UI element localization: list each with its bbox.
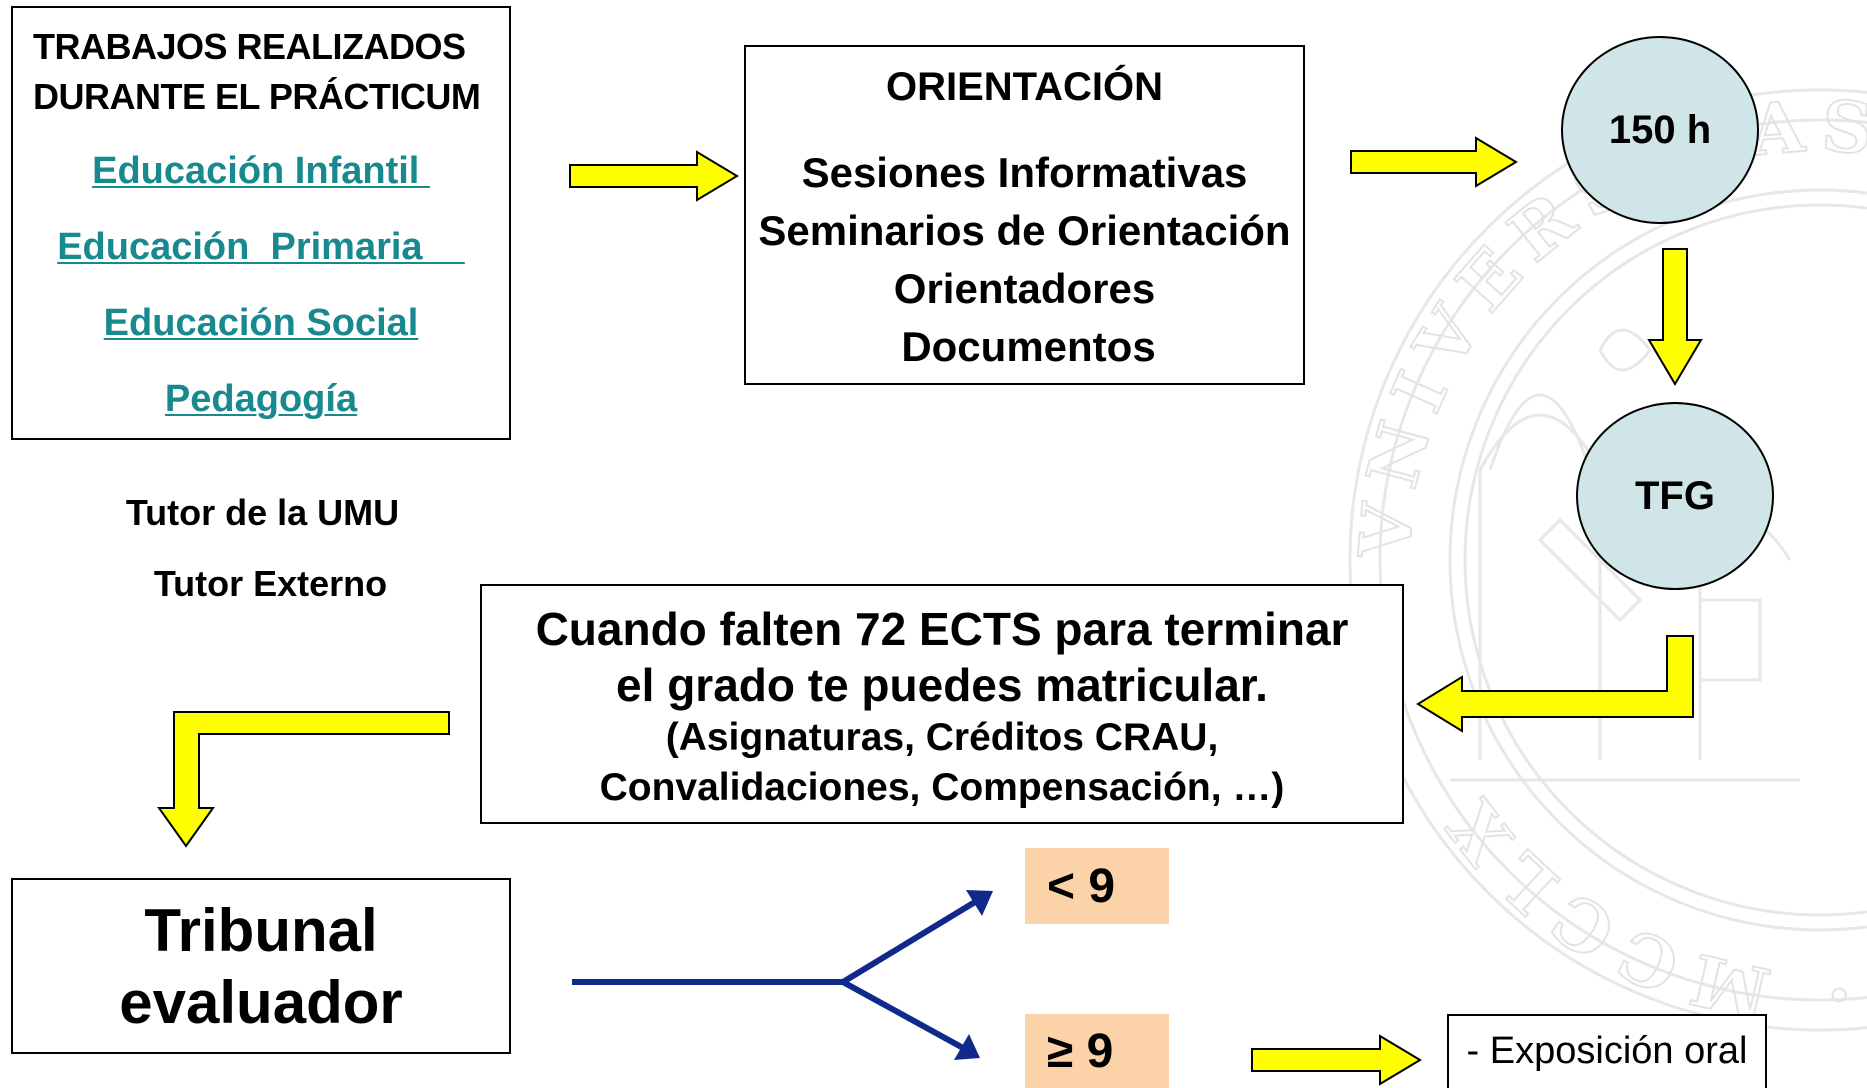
orientation-item-orientadores: Orientadores	[893, 265, 1156, 312]
link-educacion-infantil[interactable]: Educación Infantil	[92, 150, 430, 192]
tribunal-line-2: evaluador	[119, 969, 403, 1036]
link-pedagogia[interactable]: Pedagogía	[164, 378, 358, 420]
branch-arrows	[572, 899, 977, 1052]
branch-arrowhead-down	[954, 1034, 980, 1060]
orientation-item-seminarios: Seminarios de Orientación	[758, 207, 1291, 254]
orientation-item-documentos: Documentos	[901, 323, 1156, 370]
enrollment-box: Cuando falten 72 ECTS para terminar el g…	[480, 584, 1404, 824]
enrollment-line-4: Convalidaciones, Compensación, …)	[599, 766, 1285, 809]
orientation-item-sesiones: Sesiones Informativas	[801, 149, 1248, 196]
hours-circle: 150 h	[1561, 36, 1759, 224]
tribunal-line-1: Tribunal	[144, 897, 378, 964]
practicum-works-title-1: TRABAJOS REALIZADOS	[33, 26, 466, 67]
arrow-enrollment-to-tribunal	[157, 711, 450, 848]
practicum-works-box: TRABAJOS REALIZADOS DURANTE EL PRÁCTICUM…	[11, 6, 511, 440]
orientation-title: ORIENTACIÓN	[885, 65, 1164, 109]
enrollment-line-2: el grado te puedes matricular.	[616, 659, 1268, 711]
exposition-label: - Exposición oral	[1466, 1030, 1748, 1072]
arrow-works-to-orientation	[569, 150, 739, 202]
practicum-works-title-2: DURANTE EL PRÁCTICUM	[33, 76, 481, 117]
exposition-box: - Exposición oral	[1447, 1014, 1767, 1088]
tribunal-box: Tribunal evaluador	[11, 878, 511, 1054]
enrollment-line-1: Cuando falten 72 ECTS para terminar	[535, 603, 1349, 655]
tutor-external: Tutor Externo	[153, 563, 388, 604]
arrow-orientation-to-hours	[1350, 136, 1518, 188]
enrollment-line-3: (Asignaturas, Créditos CRAU,	[665, 716, 1219, 759]
arrow-grade-to-exposition	[1251, 1034, 1422, 1086]
orientation-box: ORIENTACIÓN Sesiones Informativas Semina…	[744, 45, 1305, 385]
arrow-tfg-to-enrollment	[1416, 635, 1694, 733]
link-educacion-primaria[interactable]: Educación Primaria	[57, 226, 465, 268]
grade-at-least-9: ≥ 9	[1025, 1014, 1169, 1088]
tfg-circle: TFG	[1576, 402, 1774, 590]
tutor-umu: Tutor de la UMU	[125, 492, 400, 533]
branch-arrowhead-up	[966, 890, 993, 916]
arrow-hours-to-tfg	[1647, 248, 1703, 386]
grade-below-9: < 9	[1025, 848, 1169, 924]
link-educacion-social[interactable]: Educación Social	[103, 302, 419, 344]
